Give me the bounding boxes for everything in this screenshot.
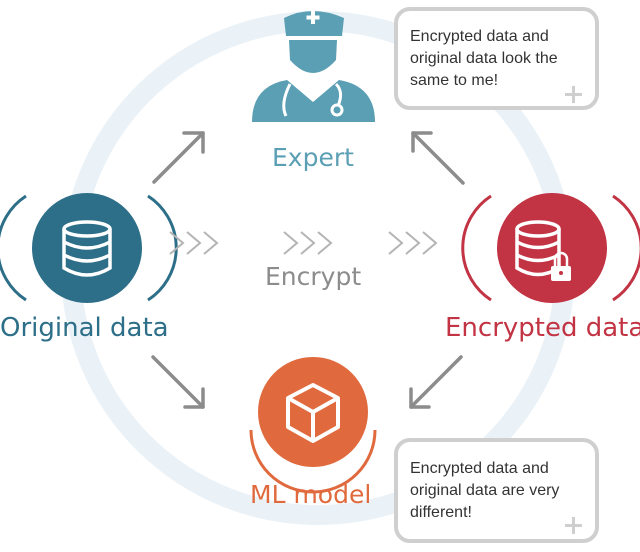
encrypted-data-label: Encrypted data (445, 313, 640, 343)
encrypted-data-node (461, 193, 640, 303)
model-bubble-text: Encrypted data and original data are ver… (410, 460, 560, 521)
locked-database-icon (515, 220, 571, 281)
chevrons-right-icon (169, 231, 438, 255)
doctor-icon (252, 11, 375, 122)
arrows (151, 131, 465, 409)
arrow-encrypted-to-expert (411, 131, 465, 185)
arrow-encrypted-to-model (409, 355, 463, 409)
expert-speech-bubble (394, 7, 599, 110)
plus-icon (565, 517, 582, 534)
plus-icon (565, 86, 582, 103)
model-speech-bubble (394, 438, 599, 543)
ml-model-label: ML model (250, 480, 372, 509)
expert-bubble-text: Encrypted data and original data look th… (410, 28, 558, 89)
ml-model-node (249, 357, 377, 494)
expert-label: Expert (272, 143, 354, 172)
database-icon (62, 220, 112, 277)
encrypt-label: Encrypt (265, 262, 362, 291)
original-data-label: Original data (0, 313, 169, 343)
arrow-original-to-model (151, 355, 205, 409)
arrow-original-to-expert (152, 131, 205, 184)
original-data-node (0, 193, 178, 303)
cube-icon (286, 383, 340, 443)
